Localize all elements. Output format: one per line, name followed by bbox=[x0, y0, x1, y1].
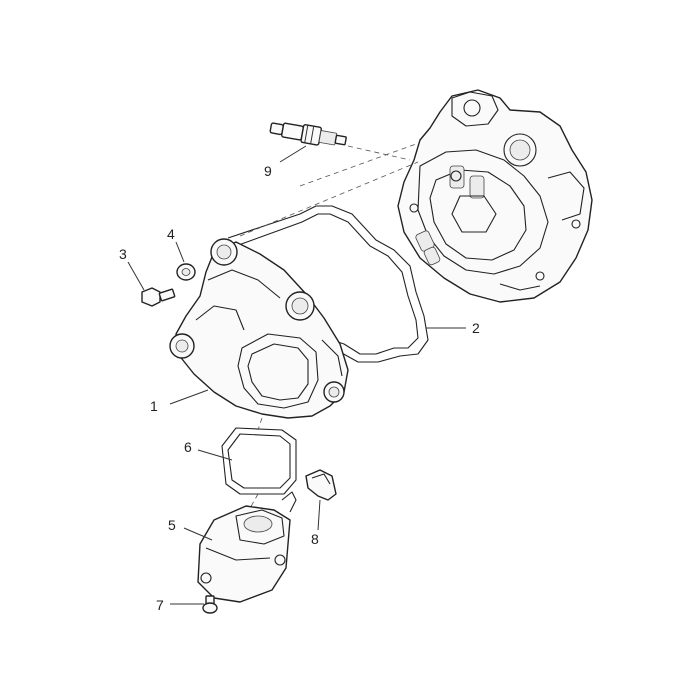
leader-line-4 bbox=[175, 241, 185, 263]
spark-plug-guide-line bbox=[347, 145, 411, 161]
cap-guide-line bbox=[247, 493, 259, 513]
leader-line-8 bbox=[317, 499, 321, 531]
callout-9: 9 bbox=[264, 163, 272, 179]
callout-4: 4 bbox=[167, 226, 175, 242]
callout-3: 3 bbox=[119, 246, 127, 262]
leader-line-1 bbox=[169, 389, 209, 405]
oil-filler-cap bbox=[197, 491, 297, 603]
hose-clip bbox=[305, 469, 337, 501]
leader-line-5 bbox=[183, 527, 213, 541]
leader-line-3 bbox=[127, 261, 145, 291]
callout-7: 7 bbox=[156, 597, 164, 613]
gasket6-guide-line bbox=[257, 417, 263, 431]
leader-line-9 bbox=[279, 145, 307, 163]
callout-1: 1 bbox=[150, 398, 158, 414]
washer bbox=[176, 263, 196, 281]
oil-filler-gasket bbox=[221, 427, 297, 495]
leader-line-6 bbox=[197, 449, 233, 461]
callout-6: 6 bbox=[184, 439, 192, 455]
callout-5: 5 bbox=[168, 517, 176, 533]
valve-cover-gasket bbox=[227, 205, 429, 363]
spark-plug bbox=[269, 122, 347, 146]
bolt bbox=[141, 287, 176, 307]
cylinder-head bbox=[397, 89, 593, 303]
screw bbox=[202, 595, 218, 614]
gasket-guide-line-2 bbox=[299, 143, 417, 187]
callout-8: 8 bbox=[311, 531, 319, 547]
callout-2: 2 bbox=[472, 320, 480, 336]
valve-cover bbox=[169, 238, 349, 419]
